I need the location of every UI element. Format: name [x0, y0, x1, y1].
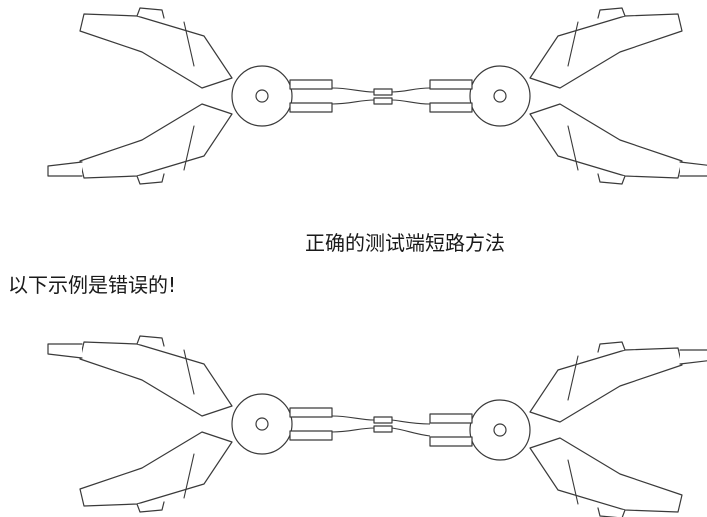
wrong-examples-caption: 以下示例是错误的!	[8, 273, 177, 297]
correct-method-caption: 正确的测试端短路方法	[305, 231, 505, 255]
right-test-clamp	[429, 341, 707, 517]
jaw-contact-wires	[331, 415, 431, 437]
right-test-clamp	[429, 7, 707, 185]
incorrect-short-circuit-diagram	[47, 335, 707, 517]
correct-short-circuit-diagram	[47, 7, 707, 185]
left-test-clamp	[47, 335, 333, 513]
jaw-contact-wires	[331, 87, 431, 105]
left-test-clamp	[47, 7, 333, 185]
